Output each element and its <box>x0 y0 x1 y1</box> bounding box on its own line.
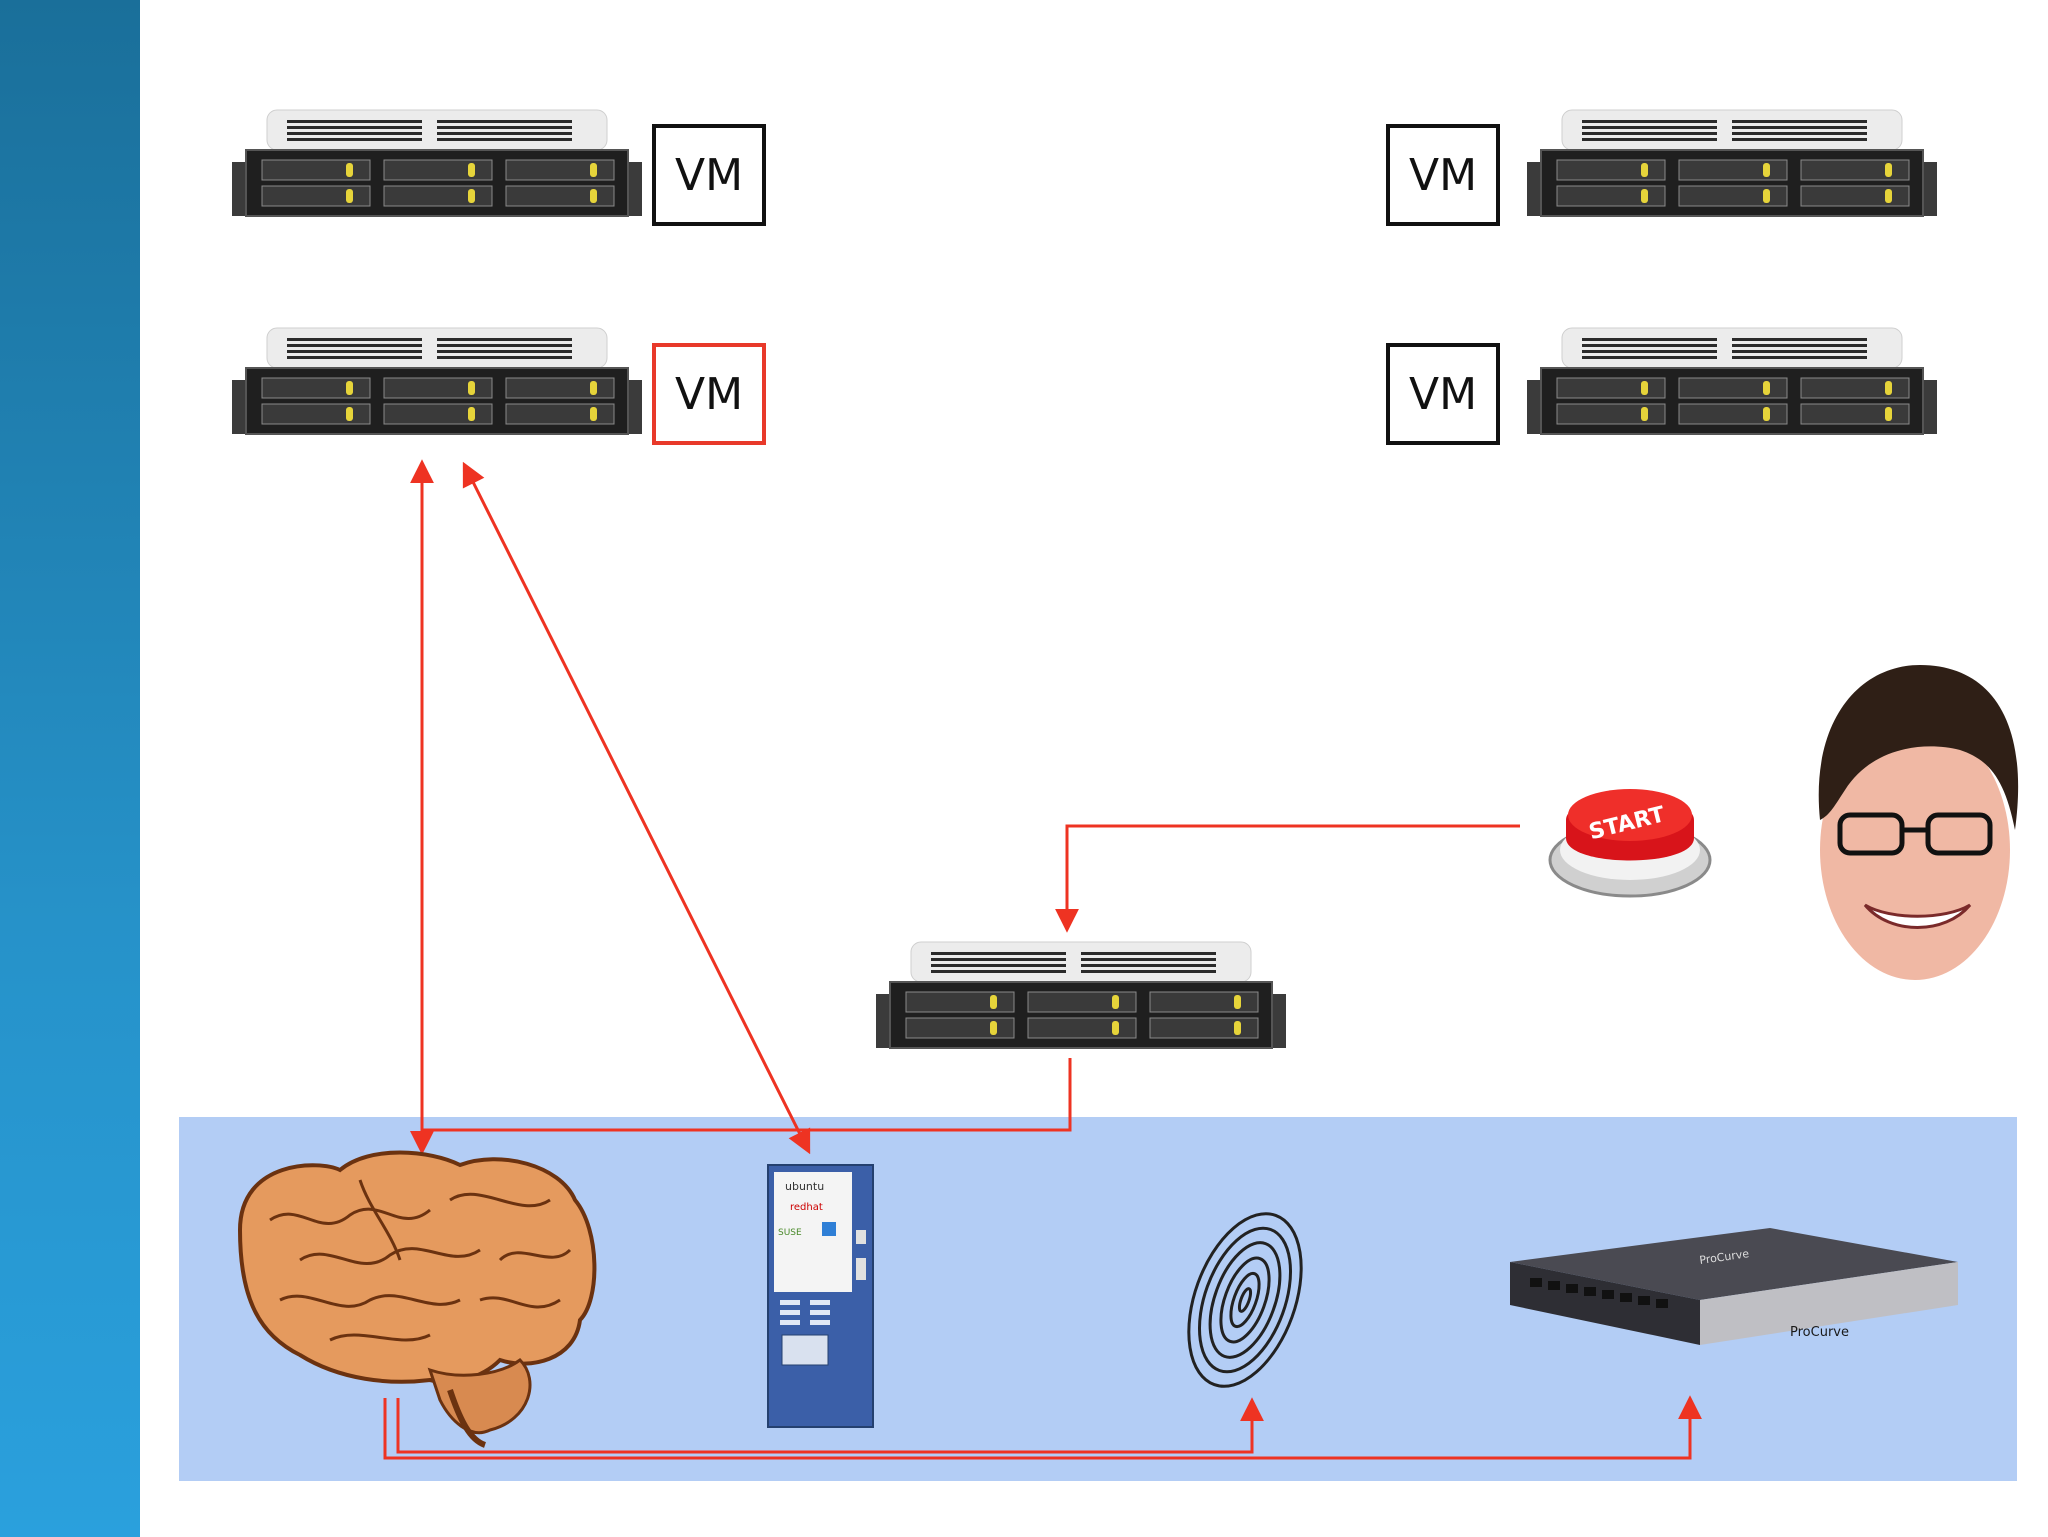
rack-server-icon <box>1526 109 1938 217</box>
fingerprint-icon <box>1187 1212 1303 1388</box>
vm-box: VM <box>1386 124 1500 226</box>
slide-sidebar <box>0 0 140 1537</box>
start-to-server-arrow <box>1055 824 1520 933</box>
suse-logo-text: SUSE <box>778 1228 802 1238</box>
vm-label: VM <box>1409 369 1477 420</box>
rack-server-icon <box>1526 327 1938 435</box>
brain-to-switch-arrow <box>383 1395 1702 1460</box>
rack-server-icon <box>231 327 643 435</box>
ubuntu-logo-text: ubuntu <box>785 1180 824 1193</box>
vm-label: VM <box>675 150 743 201</box>
start-button-icon[interactable]: START <box>1548 789 1712 898</box>
rack-server-icon <box>231 109 643 217</box>
vm-label: VM <box>675 369 743 420</box>
vm-box: VM <box>652 124 766 226</box>
brain-icon <box>237 1150 597 1448</box>
vm-box-border <box>1386 124 1500 226</box>
vm-boxes: VM VM VM VM <box>652 124 1500 445</box>
vm-box: VM <box>652 343 766 445</box>
vm-box-border <box>652 124 766 226</box>
vm-box-border <box>1386 343 1500 445</box>
rack-server-icon <box>875 941 1287 1049</box>
vm-box: VM <box>1386 343 1500 445</box>
server-to-brain-arrow <box>410 1058 1072 1155</box>
redhat-logo-text: redhat <box>790 1202 823 1213</box>
arrows <box>383 459 1702 1460</box>
vm-box-border <box>652 343 766 445</box>
vending-machine-icon: ubuntu redhat SUSE <box>767 1164 874 1428</box>
vending-server-arrow <box>462 461 811 1155</box>
switch-brand-label: ProCurve <box>1790 1325 1849 1340</box>
vm-label: VM <box>1409 150 1477 201</box>
person-face-icon <box>1818 665 2019 980</box>
network-switch-icon: ProCurve ProCurve <box>1510 1228 1958 1345</box>
